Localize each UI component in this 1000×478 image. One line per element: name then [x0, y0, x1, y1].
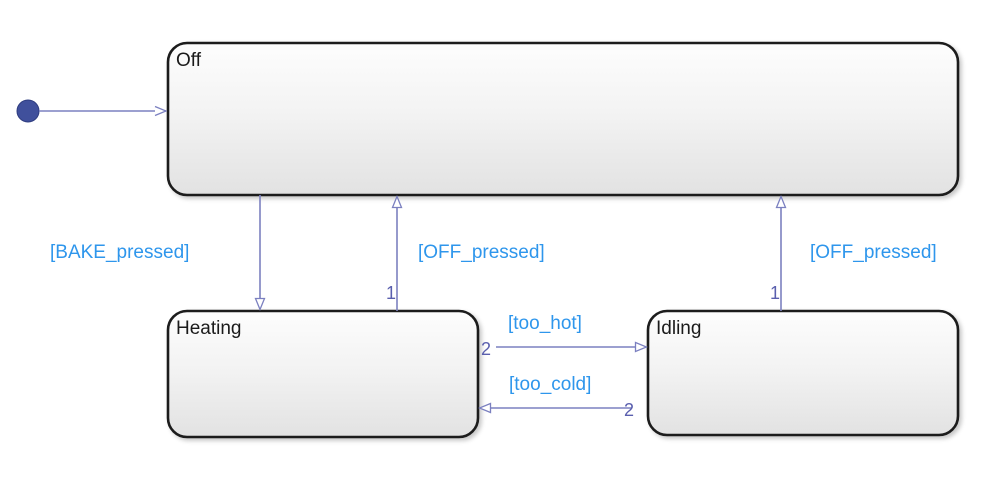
- transition-idling-to-heating[interactable]: [too_cold] 2: [480, 374, 634, 420]
- transition-off-to-heating-condition: [BAKE_pressed]: [50, 242, 189, 263]
- state-heating[interactable]: Heating: [166, 309, 480, 439]
- transition-heating-to-off-condition: [OFF_pressed]: [418, 242, 545, 263]
- transition-heating-to-idling-condition: [too_hot]: [508, 313, 582, 334]
- initial-state-dot[interactable]: [16, 99, 40, 123]
- transition-heating-to-off-order: 1: [386, 283, 396, 303]
- transition-idling-to-off-condition: [OFF_pressed]: [810, 242, 937, 263]
- transition-idling-to-heating-condition: [too_cold]: [509, 374, 591, 395]
- state-heating-label: Heating: [176, 318, 242, 339]
- state-off-box[interactable]: [166, 41, 960, 197]
- transition-heating-to-off[interactable]: [OFF_pressed] 1: [386, 197, 545, 311]
- default-transition[interactable]: [16, 99, 166, 123]
- transition-idling-to-off[interactable]: [OFF_pressed] 1: [770, 197, 937, 311]
- state-idling[interactable]: Idling: [646, 309, 960, 437]
- transition-heating-to-idling[interactable]: [too_hot] 2: [481, 313, 646, 359]
- transition-heating-to-idling-order: 2: [481, 339, 491, 359]
- state-off[interactable]: Off: [166, 41, 960, 197]
- transition-off-to-heating[interactable]: [BAKE_pressed]: [50, 195, 260, 309]
- transition-idling-to-heating-order: 2: [624, 400, 634, 420]
- state-idling-box[interactable]: [646, 309, 960, 437]
- state-off-label: Off: [176, 50, 202, 71]
- state-heating-box[interactable]: [166, 309, 480, 439]
- state-idling-label: Idling: [656, 318, 701, 339]
- transition-idling-to-off-order: 1: [770, 283, 780, 303]
